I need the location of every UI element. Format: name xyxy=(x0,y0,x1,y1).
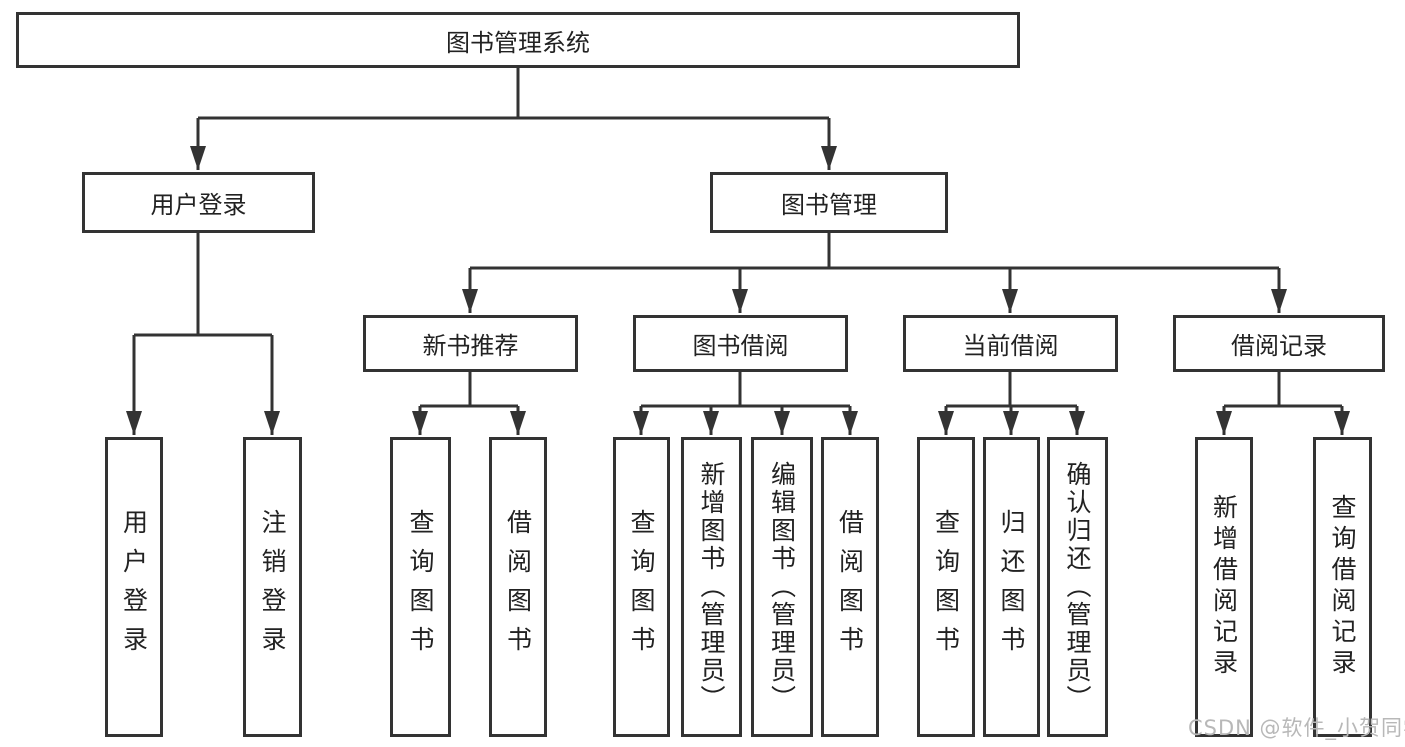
leaf-add-books-admin-label: 新增图书（管理员） xyxy=(697,461,726,713)
leaf-user-login-label: 用户登录 xyxy=(119,509,149,665)
csdn-watermark: CSDN @软件_小贺同学 xyxy=(1188,716,1405,740)
connector-root-to-level2 xyxy=(190,68,837,170)
leaf-logout: 注销登录 xyxy=(243,437,302,737)
leaf-query-books-borrow-label: 查询图书 xyxy=(627,509,656,665)
connector-user-login-branch xyxy=(126,233,280,435)
leaf-borrow-books-recommend-label: 借阅图书 xyxy=(503,509,533,665)
leaf-query-books-recommend: 查询图书 xyxy=(390,437,451,737)
connector-current-borrow-branch xyxy=(938,372,1085,435)
node-user-login: 用户登录 xyxy=(82,172,315,233)
connector-new-book-branch xyxy=(412,372,526,435)
leaf-edit-books-admin: 编辑图书（管理员） xyxy=(751,437,813,737)
leaf-add-books-admin: 新增图书（管理员） xyxy=(681,437,742,737)
leaf-user-login: 用户登录 xyxy=(105,437,163,737)
leaf-return-books-label: 归还图书 xyxy=(997,509,1026,665)
leaf-confirm-return-admin: 确认归还（管理员） xyxy=(1047,437,1108,737)
leaf-query-books-current-label: 查询图书 xyxy=(931,509,961,665)
leaf-borrow-books-recommend: 借阅图书 xyxy=(489,437,547,737)
leaf-borrow-books-label: 借阅图书 xyxy=(835,509,865,665)
node-book-borrowing: 图书借阅 xyxy=(633,315,848,372)
node-borrowing-records: 借阅记录 xyxy=(1173,315,1385,372)
leaf-add-borrow-record-label: 新增借阅记录 xyxy=(1209,494,1239,680)
connector-book-mgmt-to-level3 xyxy=(462,233,1287,313)
leaf-return-books: 归还图书 xyxy=(983,437,1040,737)
leaf-query-books-borrow: 查询图书 xyxy=(613,437,670,737)
leaf-query-borrow-record: 查询借阅记录 xyxy=(1313,437,1372,737)
connector-book-borrow-branch xyxy=(633,372,858,435)
leaf-query-books-current: 查询图书 xyxy=(917,437,975,737)
leaf-borrow-books: 借阅图书 xyxy=(821,437,879,737)
leaf-add-borrow-record: 新增借阅记录 xyxy=(1195,437,1253,737)
node-current-borrowing: 当前借阅 xyxy=(903,315,1118,372)
leaf-query-books-recommend-label: 查询图书 xyxy=(406,509,435,665)
node-root-system: 图书管理系统 xyxy=(16,12,1020,68)
leaf-confirm-return-admin-label: 确认归还（管理员） xyxy=(1063,461,1092,713)
node-new-book-recommend: 新书推荐 xyxy=(363,315,578,372)
connector-borrow-records-branch xyxy=(1216,372,1350,435)
leaf-logout-label: 注销登录 xyxy=(258,509,287,665)
node-book-management: 图书管理 xyxy=(710,172,948,233)
leaf-query-borrow-record-label: 查询借阅记录 xyxy=(1328,494,1357,680)
leaf-edit-books-admin-label: 编辑图书（管理员） xyxy=(767,461,797,713)
